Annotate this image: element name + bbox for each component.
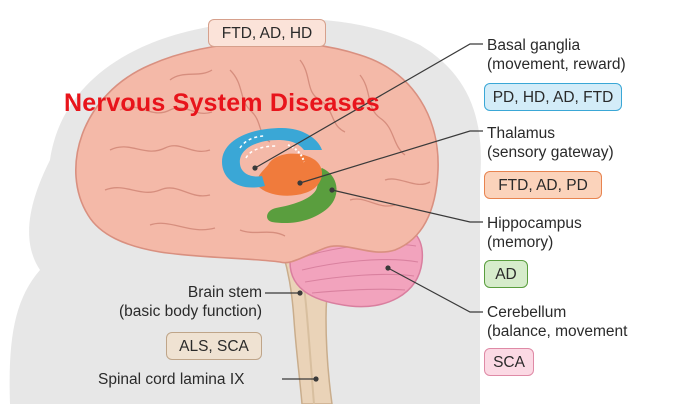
leader-basal-ganglia [254, 43, 483, 169]
leader-thalamus [299, 130, 483, 184]
brain-stem-label: Brain stem (basic body function) [118, 284, 262, 320]
brain-stem-disease-badge: ALS, SCA [166, 332, 262, 360]
leader-hippocampus [331, 189, 483, 223]
hippocampus-disease-badge: AD [484, 260, 528, 288]
leader-cerebellum [387, 267, 483, 313]
cerebellum-label: Cerebellum (balance, movement [487, 304, 628, 340]
spinal-cord-label: Spinal cord lamina IX [98, 371, 245, 388]
page-title: Nervous System Diseases [64, 89, 380, 117]
cerebrum [75, 41, 439, 264]
basal-ganglia [222, 128, 322, 188]
thalamus-disease-badge: FTD, AD, PD [484, 171, 602, 199]
hippocampus-label: Hippocampus (memory) [487, 215, 582, 251]
basal-ganglia-disease-badge: PD, HD, AD, FTD [484, 83, 622, 111]
thalamus-label: Thalamus (sensory gateway) [487, 125, 614, 161]
cerebellum-disease-badge: SCA [484, 348, 534, 376]
thalamus [257, 153, 323, 196]
cortex-disease-badge: FTD, AD, HD [208, 19, 326, 47]
basal-ganglia-label: Basal ganglia (movement, reward) [487, 37, 626, 73]
